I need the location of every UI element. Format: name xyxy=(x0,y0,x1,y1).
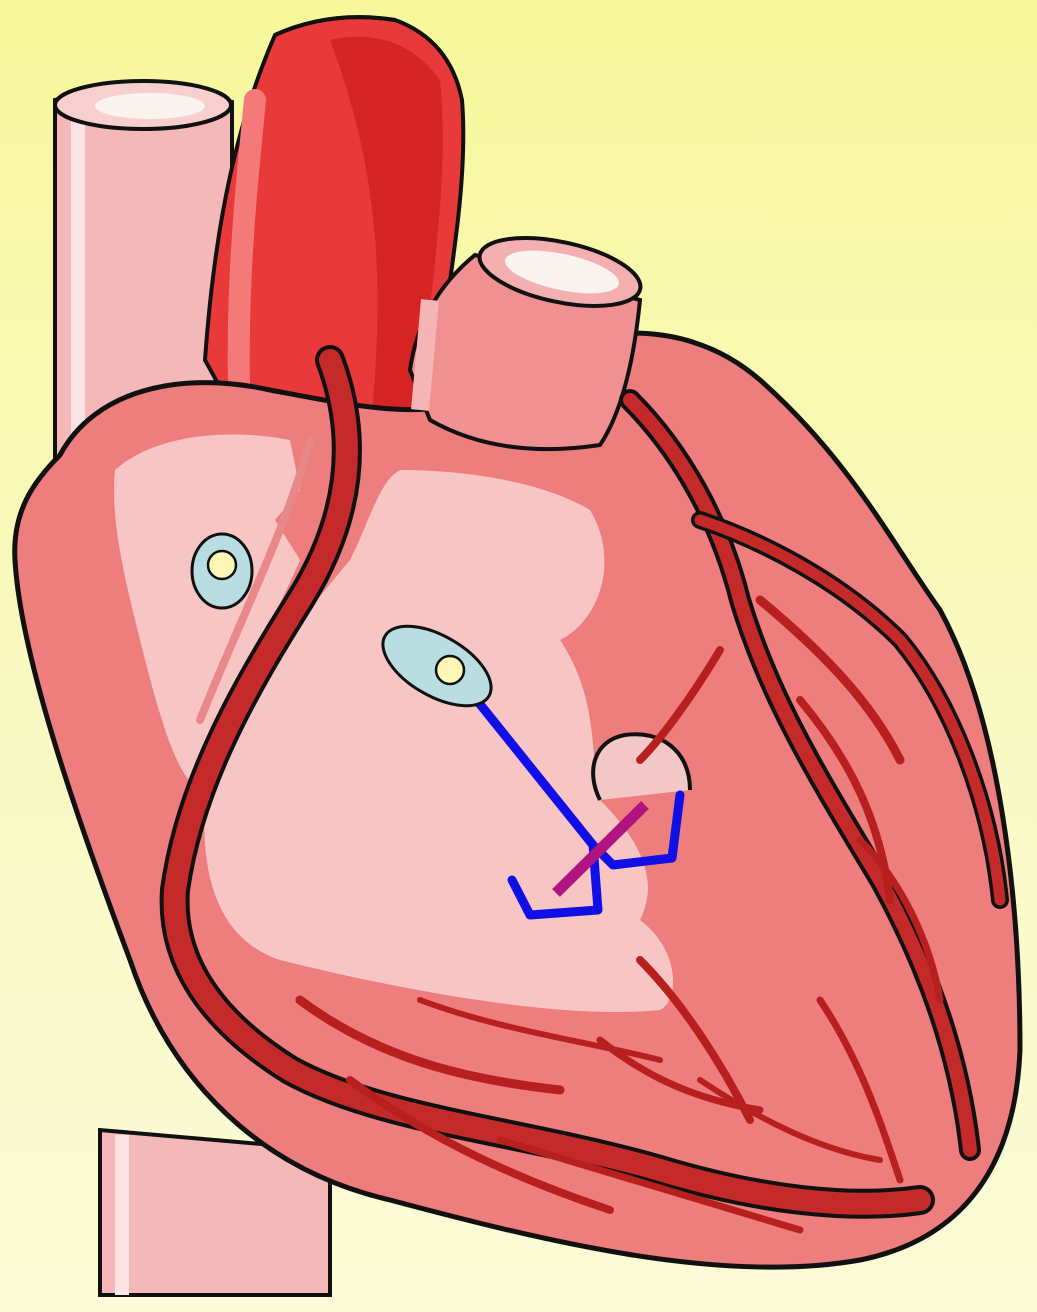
sa-node xyxy=(192,534,252,608)
